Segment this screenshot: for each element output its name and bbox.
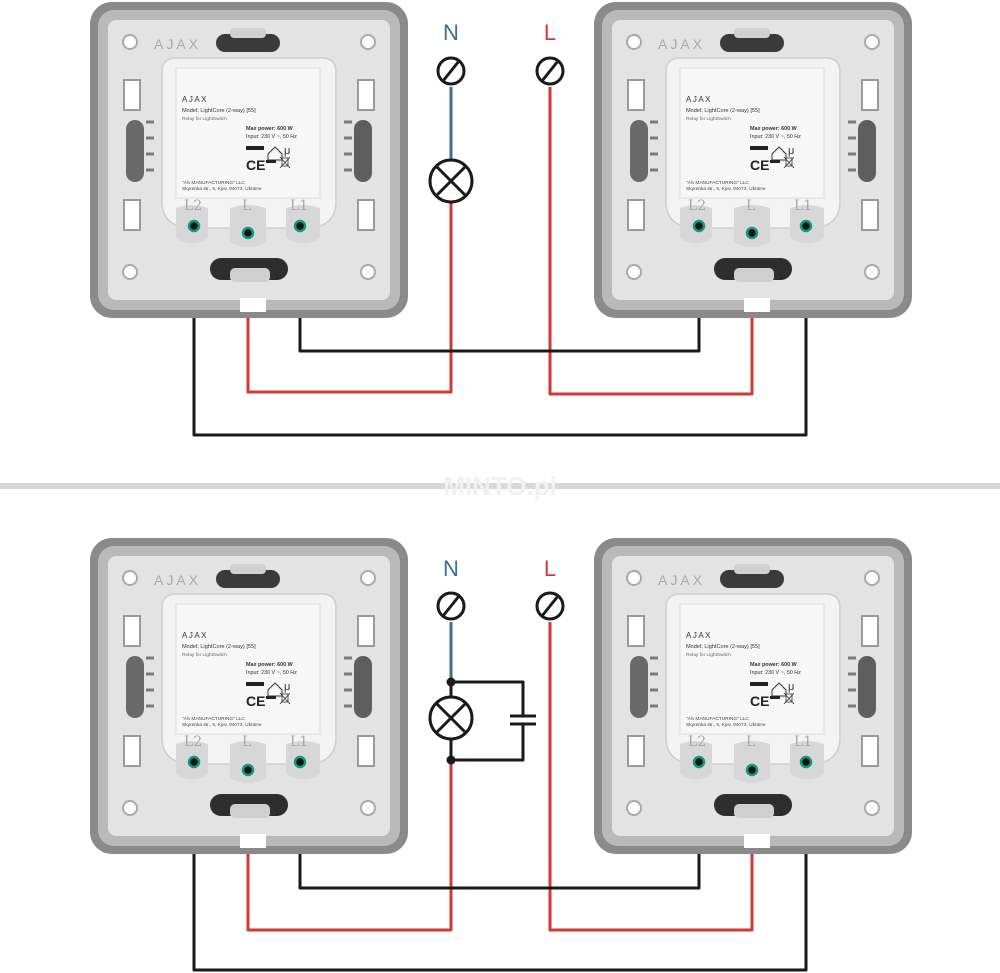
device-subtitle: Relay for LightSwitch — [182, 652, 227, 658]
neutral-label: N — [443, 556, 459, 581]
device-address: Skyrenka str., 5, Kyiv, 04073, Ukraine — [182, 722, 262, 728]
micro-mark: μ — [284, 145, 290, 157]
house-icon — [771, 682, 787, 697]
weee-bin-icon — [783, 156, 795, 169]
terminal-label-l: L — [242, 198, 251, 214]
device-model: Model: LightCore (2-way) [55] — [182, 108, 256, 114]
device-max-power: Max power: 600 W — [750, 662, 798, 668]
device-model: Model: LightCore (2-way) [55] — [182, 644, 256, 650]
section-divider — [0, 483, 1000, 489]
terminal-label-l: L — [746, 198, 755, 214]
house-icon — [267, 146, 283, 161]
terminal-symbol-icon — [436, 56, 466, 86]
device-brand-small: AJAX — [182, 95, 208, 104]
device-input: Input: 230 V ~, 50 Hz — [750, 670, 801, 676]
device-manufacturer: “AS MANUFACTURING” LLC — [686, 716, 749, 722]
terminal-label-l2: L2 — [184, 734, 202, 750]
house-icon — [267, 682, 283, 697]
device-address: Skyrenka str., 5, Kyiv, 04073, Ukraine — [686, 722, 766, 728]
capacitor-wire — [451, 680, 525, 762]
device-subtitle: Relay for LightSwitch — [686, 652, 731, 658]
terminal-label-l1: L1 — [290, 198, 308, 214]
traveler-l2-wire — [192, 762, 808, 972]
watermark: MINTO.pl — [443, 471, 557, 501]
ce-mark: CE — [246, 693, 265, 709]
terminal-l1-right — [799, 755, 813, 769]
terminal-label-l1: L1 — [794, 734, 812, 750]
live-label: L — [544, 556, 556, 581]
lamp-icon — [428, 695, 474, 741]
terminal-l2-right — [692, 219, 706, 233]
device-input: Input: 230 V ~, 50 Hz — [246, 670, 297, 676]
terminal-label-l1: L1 — [290, 734, 308, 750]
micro-mark: μ — [284, 681, 290, 693]
device-brand-small: AJAX — [182, 631, 208, 640]
ce-mark: CE — [750, 157, 769, 173]
terminal-l-right — [745, 763, 759, 777]
junction-dot — [446, 755, 456, 765]
terminal-l-left — [241, 226, 255, 240]
terminal-l2-left — [187, 755, 201, 769]
device-input: Input: 230 V ~, 50 Hz — [750, 134, 801, 140]
terminal-l-left — [241, 763, 255, 777]
device-subtitle: Relay for LightSwitch — [686, 116, 731, 122]
terminal-symbol-icon — [436, 591, 466, 621]
terminal-l2-left — [187, 219, 201, 233]
weee-bin-icon — [279, 692, 291, 705]
traveler-l2-wire — [192, 226, 808, 437]
device-max-power: Max power: 600 W — [750, 126, 798, 132]
terminal-label-l1: L1 — [794, 198, 812, 214]
device-brand: AJAX — [154, 36, 201, 52]
terminal-symbol-icon — [535, 56, 565, 86]
device-manufacturer: “AS MANUFACTURING” LLC — [182, 180, 245, 186]
device-address: Skyrenka str., 5, Kyiv, 04073, Ukraine — [182, 186, 262, 192]
ce-mark: CE — [246, 157, 265, 173]
switch-relay-left: AJAX AJAX Model: LightCore (2-way) [55] … — [88, 0, 410, 320]
device-model: Model: LightCore (2-way) [55] — [686, 644, 760, 650]
terminal-l1-left — [293, 219, 307, 233]
device-max-power: Max power: 600 W — [246, 662, 294, 668]
terminal-l2-right — [692, 755, 706, 769]
junction-dot — [446, 677, 456, 687]
terminal-l1-right — [799, 219, 813, 233]
live-label: L — [544, 20, 556, 45]
switch-relay-left: AJAX AJAX Model: LightCore (2-way) [55] … — [88, 536, 410, 856]
micro-mark: μ — [788, 145, 794, 157]
device-brand: AJAX — [658, 572, 705, 588]
device-subtitle: Relay for LightSwitch — [182, 116, 227, 122]
terminal-l-right — [745, 226, 759, 240]
diagram-without-capacitor: AJAX AJAX Model: LightCore (2-way) [55] … — [88, 0, 914, 437]
switch-relay-right: AJAX AJAX Model: LightCore (2-way) [55] … — [592, 0, 914, 320]
micro-mark: μ — [788, 681, 794, 693]
device-brand: AJAX — [658, 36, 705, 52]
ce-mark: CE — [750, 693, 769, 709]
device-brand-small: AJAX — [686, 95, 712, 104]
device-manufacturer: “AS MANUFACTURING” LLC — [686, 180, 749, 186]
weee-bin-icon — [783, 692, 795, 705]
neutral-label: N — [443, 20, 459, 45]
house-icon — [771, 146, 787, 161]
terminal-label-l2: L2 — [184, 198, 202, 214]
lamp-icon — [428, 158, 474, 204]
terminal-label-l: L — [746, 734, 755, 750]
device-model: Model: LightCore (2-way) [55] — [686, 108, 760, 114]
device-manufacturer: “AS MANUFACTURING” LLC — [182, 716, 245, 722]
capacitor-icon — [510, 714, 536, 726]
terminal-l1-left — [293, 755, 307, 769]
device-brand: AJAX — [154, 572, 201, 588]
terminal-label-l2: L2 — [688, 198, 706, 214]
device-input: Input: 230 V ~, 50 Hz — [246, 134, 297, 140]
terminal-label-l: L — [242, 734, 251, 750]
device-brand-small: AJAX — [686, 631, 712, 640]
weee-bin-icon — [279, 156, 291, 169]
device-max-power: Max power: 600 W — [246, 126, 294, 132]
terminal-label-l2: L2 — [688, 734, 706, 750]
diagram-with-capacitor: AJAX AJAX Model: LightCore (2-way) [55] … — [88, 536, 914, 972]
terminal-symbol-icon — [535, 591, 565, 621]
device-address: Skyrenka str., 5, Kyiv, 04073, Ukraine — [686, 186, 766, 192]
terminals — [187, 755, 813, 777]
switch-relay-right: AJAX AJAX Model: LightCore (2-way) [55] … — [592, 536, 914, 856]
terminals — [187, 219, 813, 240]
